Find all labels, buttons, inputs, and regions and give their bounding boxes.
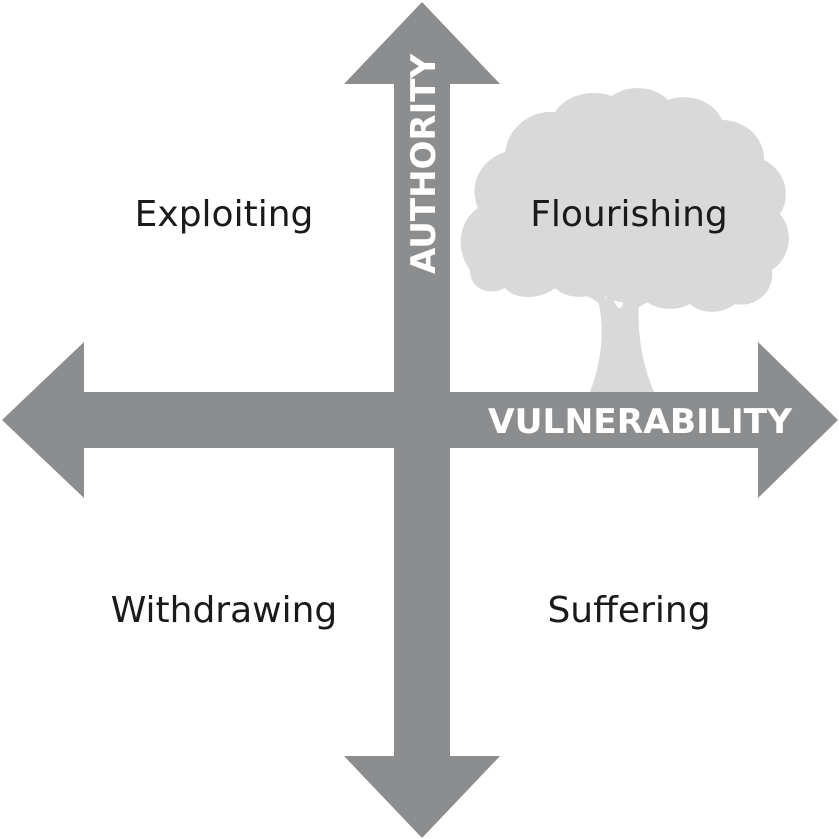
- quadrant-label-suffering: Suffering: [547, 590, 710, 631]
- tree-icon: [460, 88, 789, 392]
- authority-axis-label: AUTHORITY: [404, 54, 444, 274]
- vulnerability-arrow: [2, 342, 838, 498]
- quadrant-label-withdrawing: Withdrawing: [111, 590, 338, 631]
- quadrant-label-exploiting: Exploiting: [135, 194, 314, 235]
- vulnerability-axis-label: VULNERABILITY: [488, 402, 792, 442]
- quadrant-label-flourishing: Flourishing: [530, 194, 728, 235]
